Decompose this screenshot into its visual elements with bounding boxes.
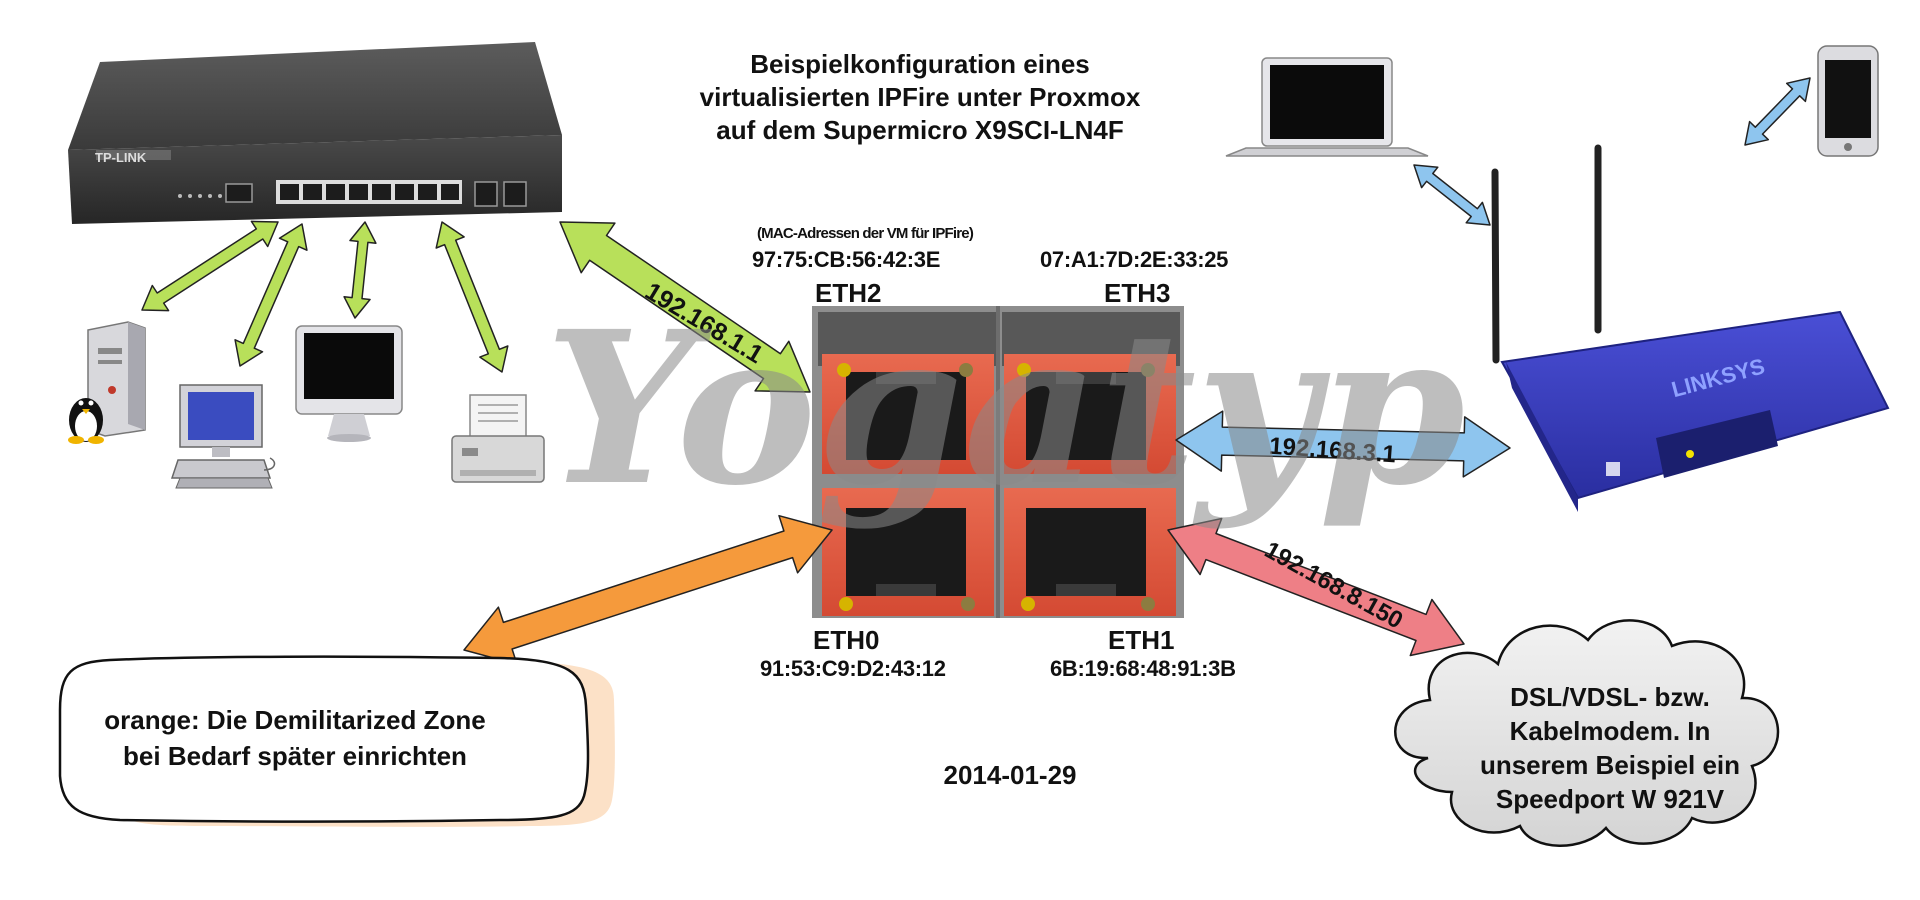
eth1-modem-arrow: [1167, 517, 1465, 657]
switch-imac-arrow: [343, 221, 377, 319]
linux-server-icon: [68, 321, 146, 444]
eth0-dmz-arrow: [463, 514, 833, 666]
laptop-icon: [1225, 57, 1429, 157]
eth2-label: ETH2: [815, 278, 882, 308]
eth0-mac-address: 91:53:C9:D2:43:12: [760, 656, 946, 681]
quad-lan-port-block: [812, 306, 1184, 618]
dmz-note-bubble: [58, 655, 615, 827]
eth3-label: ETH3: [1104, 278, 1171, 308]
switch-server-arrow: [141, 220, 279, 312]
eth3-router-arrow: [1175, 410, 1511, 478]
connection-arrows: [141, 77, 1811, 666]
mac-address-note: (MAC-Adressen der VM für IPFire): [756, 225, 974, 242]
switch-printer-arrow: [435, 221, 509, 373]
router-laptop-arrow: [1413, 164, 1491, 226]
eth2-switch-arrow: [559, 221, 811, 393]
eth1-port: [1004, 488, 1176, 616]
switch-brand-label: TP-LINK: [95, 150, 147, 165]
eth2-mac-address: 97:75:CB:56:42:3E: [752, 247, 941, 272]
printer-icon: [451, 394, 545, 483]
eth3-mac-address: 07:A1:7D:2E:33:25: [1040, 247, 1229, 272]
eth1-mac-address: 6B:19:68:48:91:3B: [1050, 656, 1236, 681]
modem-cloud: [1394, 619, 1780, 847]
diagram-title: Beispielkonfiguration eines virtualisier…: [699, 49, 1141, 145]
wireless-router-icon: LINKSYS: [1491, 144, 1890, 512]
tux-penguin-icon: [68, 398, 104, 444]
modem-cloud-text: DSL/VDSL- bzw. Kabelmodem. In unserem Be…: [1479, 682, 1741, 814]
eth0-port: [822, 488, 994, 616]
eth0-label: ETH0: [813, 625, 880, 655]
eth2-port: [822, 354, 994, 474]
imac-monitor-icon: [295, 325, 403, 442]
watermark-text: Yogatyp: [545, 285, 1466, 532]
smartphone-icon: [1817, 45, 1879, 157]
network-switch: TP-LINK: [68, 42, 562, 224]
eth3-port: [1004, 354, 1176, 474]
router-phone-arrow: [1744, 77, 1811, 146]
diagram-date: 2014-01-29: [943, 760, 1077, 790]
dmz-note-text: orange: Die Demilitarized Zone bei Bedar…: [104, 705, 486, 771]
switch-desktop-arrow: [234, 223, 308, 367]
desktop-pc-icon: [170, 384, 276, 489]
eth1-label: ETH1: [1108, 625, 1175, 655]
